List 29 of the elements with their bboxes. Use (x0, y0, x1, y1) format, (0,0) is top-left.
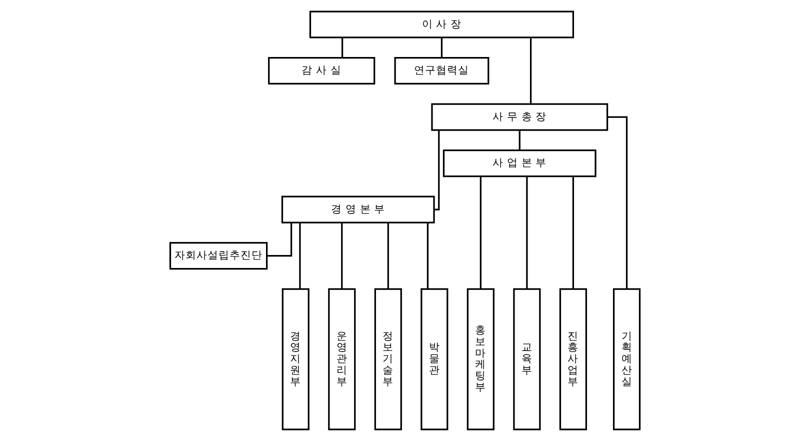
connector (518, 130, 520, 150)
node-box: 운영관리부 (328, 288, 356, 430)
connector (266, 222, 292, 257)
node-box: 교육부 (512, 288, 540, 430)
node-box: 박물관 (420, 288, 448, 430)
node-box: 자회사설립추진단 (168, 242, 268, 270)
node-box: 경영지원부 (281, 288, 309, 430)
connector (434, 130, 440, 210)
connector (526, 176, 528, 290)
node-box: 홍보마케팅부 (466, 288, 494, 430)
node-box: 경 영 본 부 (280, 196, 434, 224)
node-box: 사 무 총 장 (430, 103, 608, 131)
node-box: 기획예산실 (612, 288, 640, 430)
node-box: 진흥사업부 (558, 288, 586, 430)
node-box: 정보기술부 (374, 288, 402, 430)
connector (341, 38, 343, 58)
connector (386, 222, 388, 290)
node-box: 이 사 장 (308, 10, 574, 38)
node-box: 감 사 실 (268, 56, 375, 85)
node-box: 연구협력실 (394, 56, 489, 85)
connector (440, 38, 442, 58)
connector (298, 222, 300, 290)
node-box: 사 업 본 부 (442, 149, 596, 178)
connector (572, 176, 574, 290)
connector (426, 222, 428, 290)
connector (529, 38, 532, 104)
connector (479, 176, 481, 290)
connector (340, 222, 342, 290)
connector (606, 116, 628, 289)
